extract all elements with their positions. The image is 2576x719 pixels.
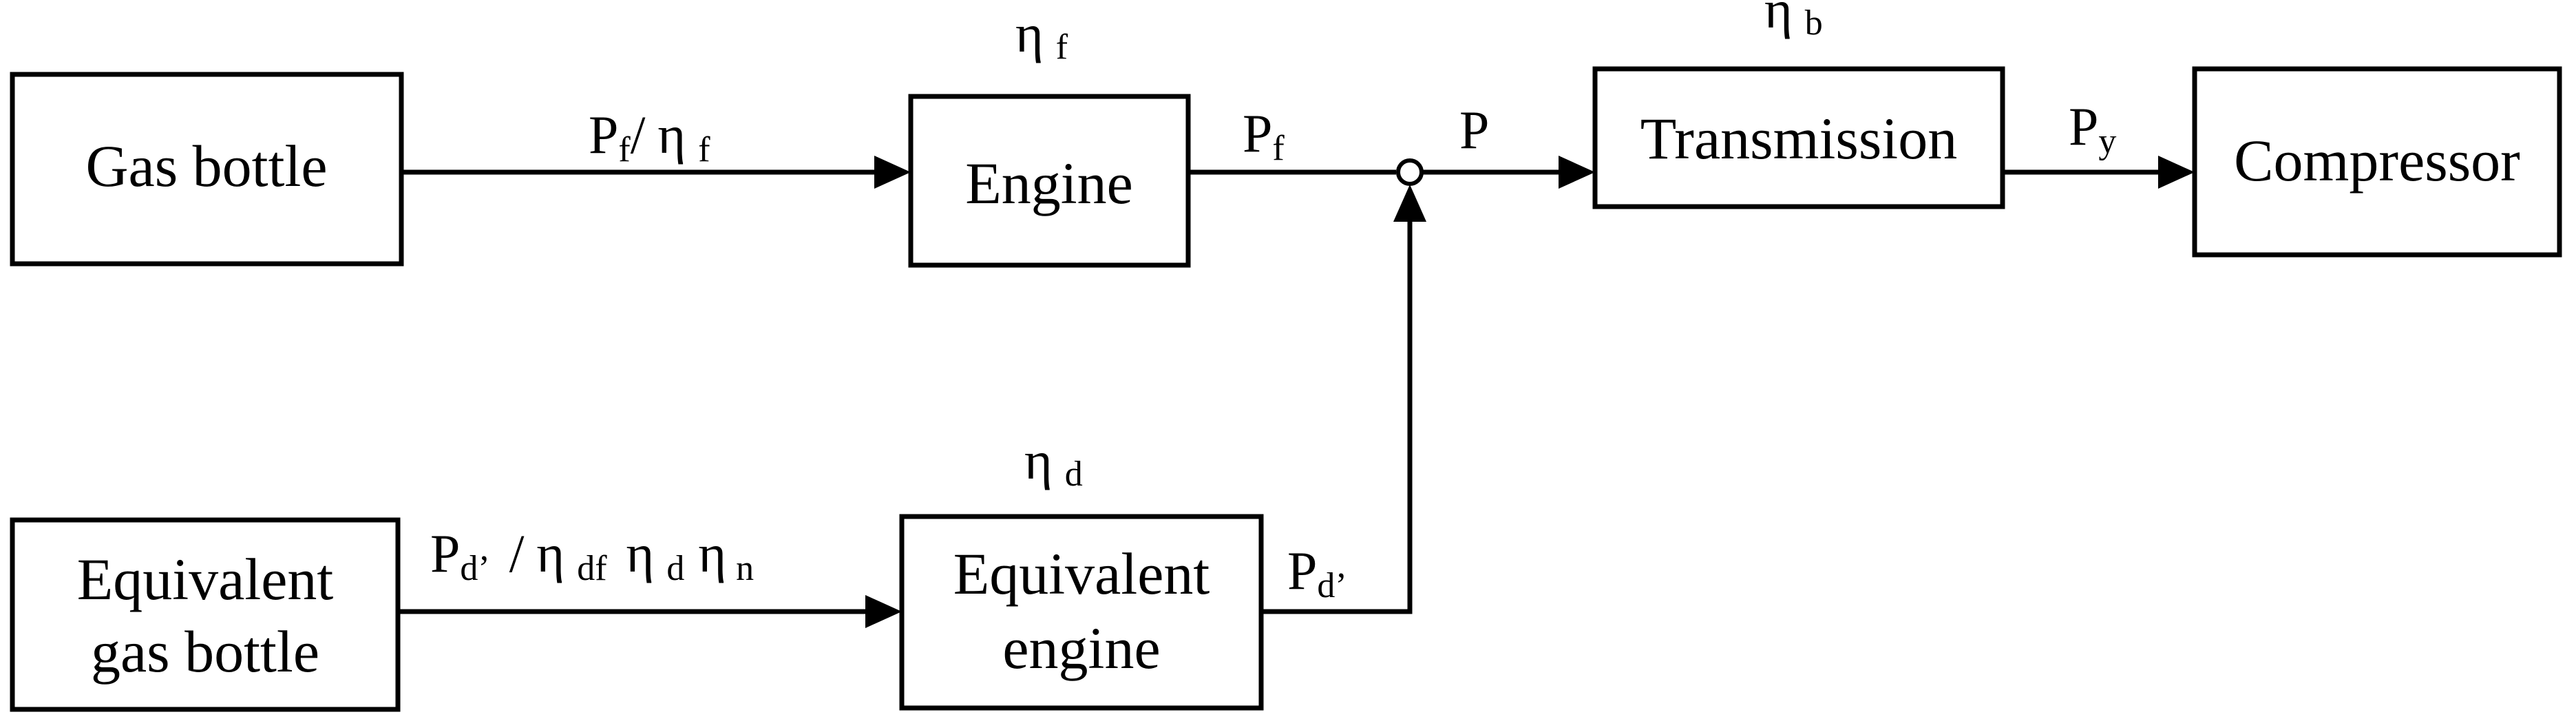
equivalent-engine-block: Equivalent engine bbox=[899, 514, 1264, 711]
equivalent-engine-label-line2: engine bbox=[1002, 615, 1160, 681]
label-pd-equivalent-engine-output: Pd’ bbox=[1287, 541, 1347, 605]
equivalent-gas-bottle-label-line2: gas bottle bbox=[91, 618, 319, 685]
arrowhead-icon bbox=[1559, 156, 1595, 189]
equivalent-gas-bottle-block: Equivalent gas bottle bbox=[10, 517, 401, 712]
label-pf-engine-output: Pf bbox=[1243, 103, 1285, 168]
transmission-label: Transmission bbox=[1640, 105, 1957, 171]
arrow-junction-to-transmission bbox=[1422, 156, 1595, 189]
arrow-gas-bottle-to-engine bbox=[401, 156, 911, 189]
arrowhead-icon bbox=[865, 595, 902, 628]
arrowhead-icon bbox=[2158, 156, 2195, 189]
arrowhead-icon bbox=[874, 156, 911, 189]
gas-bottle-block: Gas bottle bbox=[10, 72, 404, 267]
label-py: Py bbox=[2069, 96, 2116, 161]
gas-bottle-label: Gas bottle bbox=[85, 133, 327, 199]
arrow-transmission-to-compressor bbox=[2003, 156, 2195, 189]
equivalent-gas-bottle-label-line1: Equivalent bbox=[77, 546, 334, 612]
engine-label: Engine bbox=[965, 150, 1133, 216]
compressor-block: Compressor bbox=[2192, 66, 2562, 258]
transmission-block: Transmission bbox=[1592, 66, 2005, 209]
equivalent-engine-label-line1: Equivalent bbox=[953, 541, 1210, 607]
arrow-equivalent-engine-to-junction bbox=[1261, 185, 1426, 614]
engine-block: Engine bbox=[908, 94, 1191, 268]
arrow-equivalent-gas-bottle-to-equivalent-engine bbox=[398, 595, 902, 628]
label-p-sum: P bbox=[1459, 100, 1489, 160]
compressor-label: Compressor bbox=[2234, 127, 2520, 194]
summing-junction bbox=[1396, 158, 1424, 186]
arrowhead-icon bbox=[1393, 185, 1426, 222]
